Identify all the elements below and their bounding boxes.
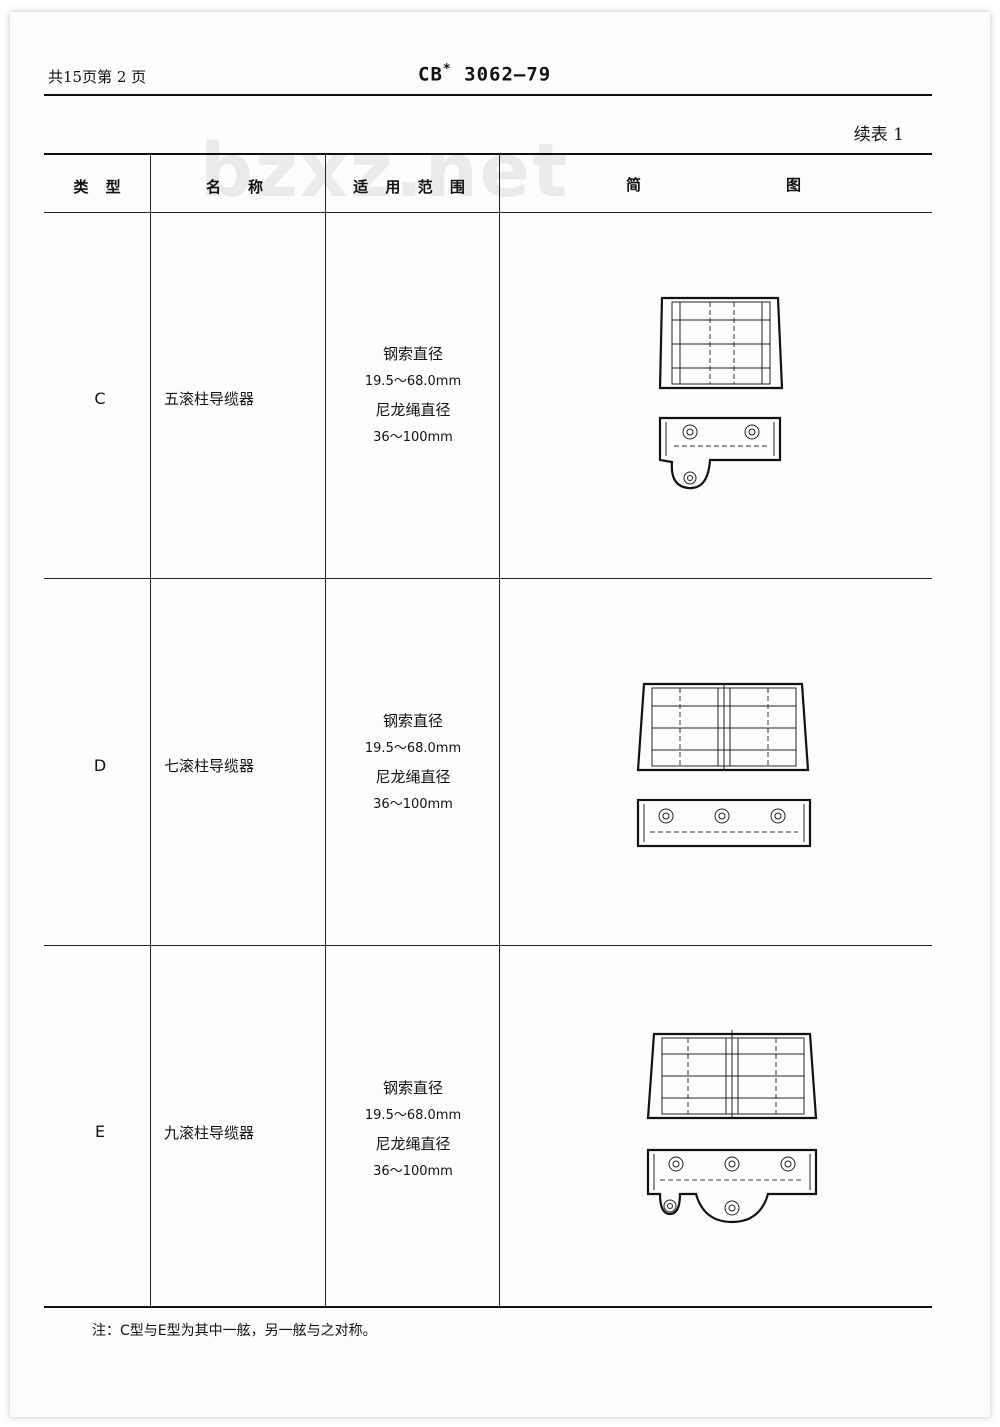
row-range: 钢索直径 19.5～68.0mm 尼龙绳直径 36～100mm xyxy=(327,1074,499,1186)
fairlead-plan-view xyxy=(636,798,812,848)
range-nylon-label: 尼龙绳直径 xyxy=(375,401,451,419)
row-name: 九滚柱导缆器 xyxy=(164,1124,255,1142)
nine-roller-fairlead-drawing xyxy=(646,1030,818,1224)
column-header-diagram-left: 简 xyxy=(626,176,648,194)
table-note: 注：C型与E型为其中一舷，另一舷与之对称。 xyxy=(92,1323,377,1339)
range-steel-value: 19.5～68.0mm xyxy=(364,374,462,389)
page-info: 共15页第 2 页 xyxy=(48,68,147,86)
column-header-type: 类 型 xyxy=(73,178,127,196)
range-steel-value: 19.5～68.0mm xyxy=(364,1108,462,1123)
range-steel-label: 钢索直径 xyxy=(382,1079,443,1097)
range-nylon-value: 36～100mm xyxy=(373,797,453,812)
row-name: 五滚柱导缆器 xyxy=(164,390,255,408)
row-divider xyxy=(44,945,932,946)
range-nylon-value: 36～100mm xyxy=(373,430,453,445)
fairlead-plan-view xyxy=(658,416,782,490)
table-bottom-rule xyxy=(44,1306,932,1308)
watermark: bzxz.net xyxy=(200,128,570,214)
table-top-rule xyxy=(44,153,932,155)
column-divider xyxy=(499,154,500,1306)
column-header-diagram-right: 图 xyxy=(786,176,808,194)
range-steel-label: 钢索直径 xyxy=(382,712,443,730)
standard-prefix: CB xyxy=(418,63,443,86)
document-page xyxy=(10,12,990,1417)
standard-number: 3062—79 xyxy=(464,63,552,86)
column-header-name: 名 称 xyxy=(205,178,269,196)
fairlead-plan-view xyxy=(646,1148,818,1224)
row-range: 钢索直径 19.5～68.0mm 尼龙绳直径 36～100mm xyxy=(327,707,499,819)
fairlead-elevation-view xyxy=(646,1030,818,1120)
column-divider xyxy=(150,154,151,1306)
seven-roller-fairlead-drawing xyxy=(636,682,812,848)
standard-code: CB* 3062—79 xyxy=(418,62,551,85)
range-nylon-value: 36～100mm xyxy=(373,1164,453,1179)
row-type: C xyxy=(94,389,106,408)
row-name: 七滚柱导缆器 xyxy=(164,757,255,775)
range-steel-label: 钢索直径 xyxy=(382,345,443,363)
column-divider xyxy=(325,154,326,1306)
table-title: 续表 1 xyxy=(853,125,904,145)
column-header-range: 适 用 范 围 xyxy=(353,178,471,196)
header-rule xyxy=(44,94,932,96)
row-type: E xyxy=(94,1122,106,1141)
range-steel-value: 19.5～68.0mm xyxy=(364,741,462,756)
header-bottom-rule xyxy=(44,212,932,213)
row-type: D xyxy=(93,756,107,775)
fairlead-elevation-view xyxy=(636,682,810,772)
fairlead-elevation-view xyxy=(658,296,784,390)
range-nylon-label: 尼龙绳直径 xyxy=(375,1135,451,1153)
range-nylon-label: 尼龙绳直径 xyxy=(375,768,451,786)
five-roller-fairlead-drawing xyxy=(658,296,784,490)
row-divider xyxy=(44,578,932,579)
standard-star: * xyxy=(442,62,452,77)
row-range: 钢索直径 19.5～68.0mm 尼龙绳直径 36～100mm xyxy=(327,340,499,452)
